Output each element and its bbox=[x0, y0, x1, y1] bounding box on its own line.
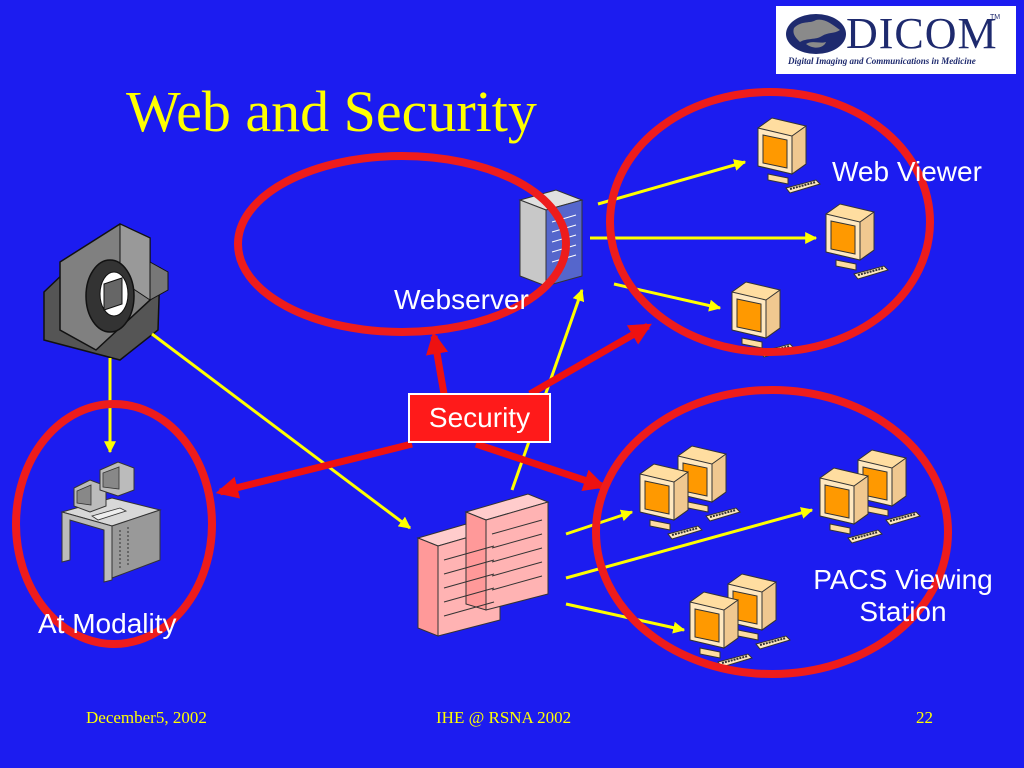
dicom-logo: DICOM TM Digital Imaging and Communicati… bbox=[776, 6, 1016, 74]
footer-center: IHE @ RSNA 2002 bbox=[436, 708, 572, 727]
pacs-label-line1: PACS Viewing bbox=[813, 564, 993, 595]
pacs-viewing-label: PACS Viewing Station bbox=[790, 564, 1016, 628]
globe-icon bbox=[786, 14, 846, 54]
webserver-label: Webserver bbox=[394, 284, 529, 315]
security-box: Security bbox=[408, 393, 551, 443]
at-modality-label: At Modality bbox=[38, 608, 177, 639]
computer-icon bbox=[757, 117, 821, 194]
logo-wordmark: DICOM bbox=[846, 9, 998, 58]
logo-tagline: Digital Imaging and Communications in Me… bbox=[788, 56, 976, 66]
dual-monitor-icon bbox=[690, 574, 790, 667]
footer-page-number: 22 bbox=[916, 708, 933, 727]
server-rack-icon bbox=[416, 493, 550, 637]
server-tower-icon bbox=[518, 189, 584, 287]
footer-date: December5, 2002 bbox=[86, 708, 207, 727]
web-viewer-label: Web Viewer bbox=[832, 156, 982, 187]
dual-monitor-icon bbox=[640, 446, 740, 539]
computer-icon bbox=[731, 281, 795, 358]
ct-scanner-icon bbox=[43, 223, 169, 361]
security-arrows bbox=[215, 322, 652, 499]
dual-monitor-icon bbox=[820, 450, 920, 543]
computer-icon bbox=[825, 203, 889, 280]
pacs-label-line2: Station bbox=[859, 596, 947, 628]
security-rings bbox=[12, 88, 952, 678]
slide-title: Web and Security bbox=[126, 79, 537, 144]
logo-trademark: TM bbox=[990, 14, 1001, 21]
workstation-icon bbox=[60, 461, 162, 583]
